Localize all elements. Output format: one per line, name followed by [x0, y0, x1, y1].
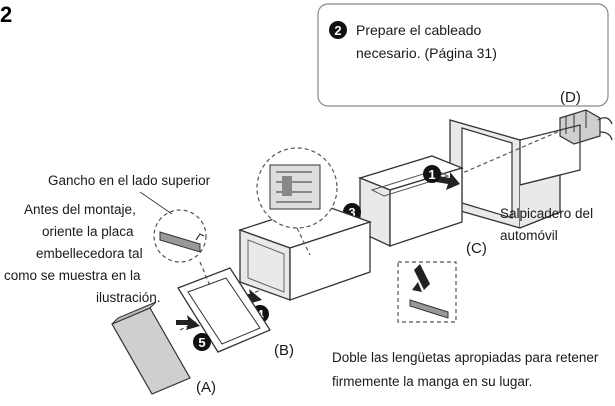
part-a-label: (A): [196, 379, 216, 396]
sleeve-detail-zoom: [256, 147, 338, 256]
part-b-label: (B): [274, 342, 294, 359]
trim-note-line-1: Antes del montaje,: [24, 202, 136, 217]
step-5-badge: [193, 333, 211, 351]
step-1-number: 1: [428, 167, 435, 182]
step-5-number: 5: [198, 335, 205, 350]
tabs-note-line-2: firmemente la manga en su lugar.: [332, 374, 532, 389]
wiring-callout: 2 Prepare el cableado necesario. (Página…: [317, 3, 609, 107]
trim-note-line-4: como se muestra en la: [4, 268, 141, 283]
hook-detail-zoom: [153, 209, 211, 287]
step-1-badge: [423, 165, 441, 183]
part-d-label: (D): [560, 89, 581, 106]
callout-box: [317, 3, 609, 107]
callout-line-1: Prepare el cableado: [356, 22, 482, 38]
trim-note-line-2: oriente la placa: [42, 224, 134, 239]
step-4-arrow: [238, 289, 262, 304]
step-2-badge: [329, 21, 347, 39]
step-1-arrow: [436, 172, 460, 190]
faceplate: (A): [111, 301, 216, 396]
tab-detail-inset: [397, 261, 457, 323]
dashboard-label-line-2: automóvil: [500, 228, 558, 243]
step-2-number: 2: [334, 23, 341, 38]
figure-number: 2: [0, 2, 12, 27]
callout-line-2: necesario. (Página 31): [356, 45, 497, 61]
hook-label: Gancho en el lado superior: [48, 173, 211, 188]
part-c-label: (C): [466, 240, 487, 257]
tabs-note-line-1: Doble las lengüetas apropiadas para rete…: [332, 350, 599, 365]
step-5-arrow: [176, 315, 200, 330]
trim-note-line-3: embellecedora tal: [36, 246, 143, 261]
step-3-number: 3: [348, 205, 355, 220]
dashboard-label-line-1: Salpicadero del: [500, 206, 593, 221]
trim-plate: (B): [177, 267, 294, 359]
mounting-sleeve: (C): [358, 155, 487, 257]
trim-note-line-5: ilustración.: [96, 290, 161, 305]
